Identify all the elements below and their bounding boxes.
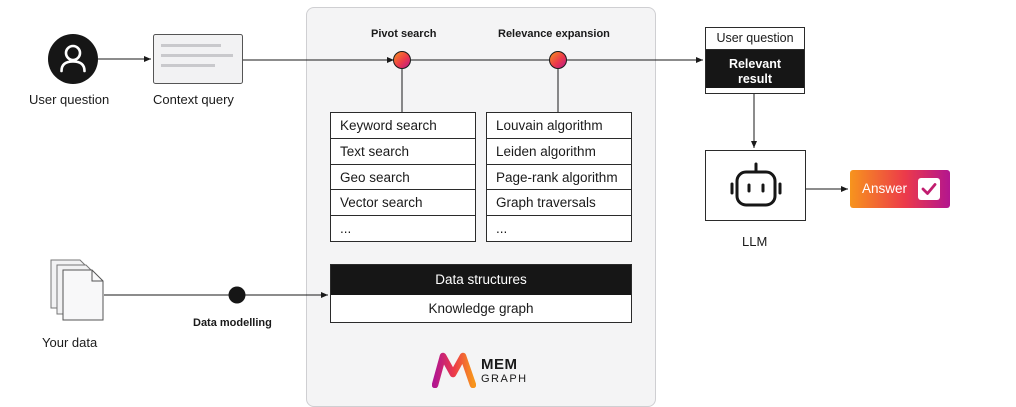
relevance-dot (549, 51, 567, 69)
list-item: Louvain algorithm (487, 113, 631, 139)
pivot-search-title: Pivot search (371, 28, 437, 40)
list-item: Graph traversals (487, 190, 631, 217)
data-structures-box: Data structures Knowledge graph (330, 264, 632, 323)
result-box-header: User question (706, 28, 804, 50)
memgraph-logo-icon (431, 352, 477, 389)
list-item: Text search (331, 139, 475, 165)
pivot-search-list: Keyword search Text search Geo search Ve… (330, 112, 476, 242)
logo-text-graph: GRAPH (481, 373, 528, 385)
result-box-body: Relevant result (706, 50, 804, 88)
document-icon (153, 34, 243, 84)
pivot-dot (393, 51, 411, 69)
logo-text-mem: MEM (481, 356, 518, 373)
relevant-result-box: User question Relevant result (705, 27, 805, 94)
relevance-expansion-list: Louvain algorithm Leiden algorithm Page-… (486, 112, 632, 242)
robot-icon (729, 161, 783, 211)
result-line-2: result (737, 72, 773, 86)
list-item: ... (340, 221, 352, 237)
answer-label: Answer (862, 181, 908, 196)
checkmark-icon (918, 178, 940, 200)
knowledge-graph-label: Knowledge graph (428, 301, 534, 316)
list-item: Vector search (331, 190, 475, 217)
context-query-label: Context query (153, 92, 234, 107)
result-line-1: Relevant (728, 57, 782, 71)
user-avatar-icon (48, 34, 98, 84)
list-item: Keyword search (331, 113, 475, 139)
list-item: Geo search (331, 165, 475, 191)
files-icon (48, 258, 106, 322)
relevance-expansion-title: Relevance expansion (498, 28, 610, 40)
list-item: Page-rank algorithm (487, 165, 631, 191)
data-modelling-dot (228, 286, 246, 304)
llm-box (705, 150, 806, 221)
answer-badge: Answer (850, 170, 950, 208)
user-question-label: User question (29, 92, 110, 107)
llm-label: LLM (742, 234, 768, 249)
data-structures-header: Data structures (331, 265, 631, 295)
list-item: ... (496, 221, 508, 237)
list-item: Leiden algorithm (487, 139, 631, 165)
your-data-label: Your data (42, 335, 98, 350)
data-modelling-label: Data modelling (193, 317, 272, 329)
